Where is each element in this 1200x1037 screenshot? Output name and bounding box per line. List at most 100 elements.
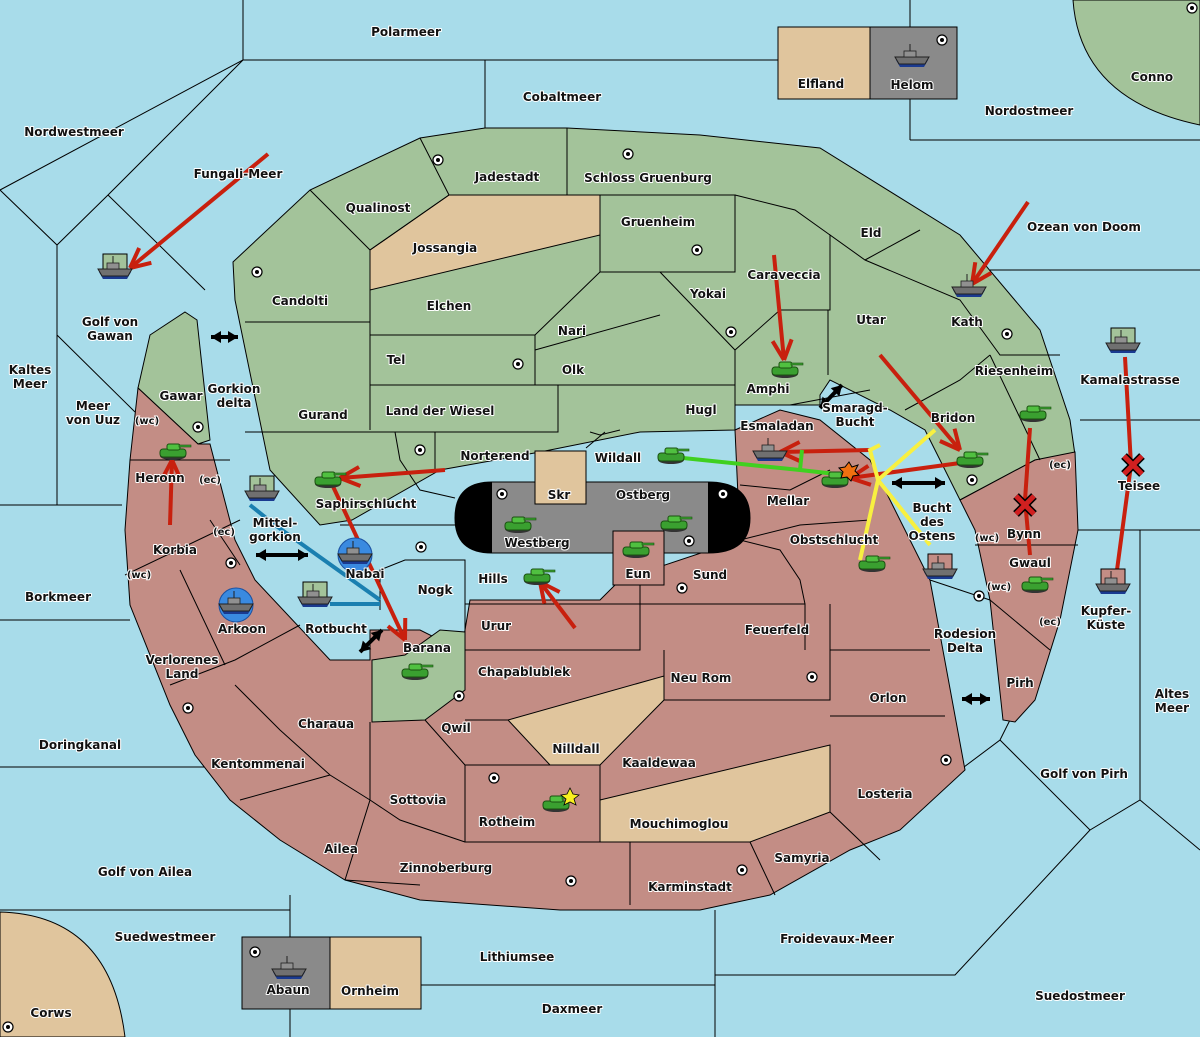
- label-gruenheim: Gruenheim: [621, 215, 695, 229]
- supply-center-icon: [725, 326, 737, 338]
- label-teisee: Teisee: [1118, 479, 1160, 493]
- adjacency-arrow-icon: [358, 628, 384, 654]
- label-bridon: Bridon: [931, 411, 976, 425]
- label-bucht2: des: [920, 515, 944, 529]
- label-altes2: Meer: [1155, 701, 1189, 715]
- label-abaun: Abaun: [266, 983, 309, 997]
- move-arrow: [970, 200, 1030, 286]
- fleet-unit-icon[interactable]: [922, 553, 958, 580]
- province-borders: [124, 128, 1078, 905]
- supply-center-icon: [936, 34, 948, 46]
- label-qwil: Qwil: [441, 721, 471, 735]
- label-elchen: Elchen: [427, 299, 472, 313]
- units-layer[interactable]: [97, 43, 1141, 980]
- label-feuerfeld: Feuerfeld: [745, 623, 810, 637]
- label-rotheim: Rotheim: [479, 815, 536, 829]
- label-ornheim: Ornheim: [341, 984, 399, 998]
- army-unit-icon[interactable]: [523, 568, 556, 586]
- label-gawan2: Gawan: [87, 329, 133, 343]
- move-arrow: [770, 254, 794, 362]
- supply-center-icon: [453, 690, 465, 702]
- label-suedwestmeer: Suedwestmeer: [115, 930, 216, 944]
- label-cobaltmeer: Cobaltmeer: [523, 90, 601, 104]
- coast-label-ec: (ec): [213, 527, 235, 538]
- label-sottovia: Sottovia: [390, 793, 447, 807]
- label-sund: Sund: [693, 568, 727, 582]
- order-arrows: [128, 152, 1145, 705]
- fleet-unit-icon[interactable]: [244, 475, 280, 502]
- failed-move-icon: [1121, 453, 1145, 477]
- label-hills: Hills: [478, 572, 508, 586]
- label-corws: Corws: [30, 1006, 71, 1020]
- fleet-unit-icon[interactable]: [297, 581, 333, 608]
- supply-center-icon: [414, 444, 426, 456]
- label-rodesion2: Delta: [947, 641, 983, 655]
- label-mittel1: Mittel-: [253, 516, 298, 530]
- adjacency-arrow-icon: [818, 383, 844, 410]
- label-verlorenes1: Verlorenes: [146, 653, 219, 667]
- label-borkmeer: Borkmeer: [25, 590, 91, 604]
- adjacency-arrow-icon: [892, 477, 945, 489]
- label-gwaul: Gwaul: [1009, 556, 1051, 570]
- supply-center-icon: [192, 421, 204, 433]
- fleet-unit-icon[interactable]: [337, 537, 373, 573]
- supply-center-icon: [717, 488, 729, 500]
- label-bynn: Bynn: [1007, 527, 1041, 541]
- supply-center-icon: [676, 582, 688, 594]
- label-amphi: Amphi: [746, 382, 789, 396]
- label-kaaldewaa: Kaaldewaa: [622, 756, 696, 770]
- label-arkoon: Arkoon: [218, 622, 266, 636]
- label-gorkion1: Gorkion: [208, 382, 261, 396]
- supply-center-icon: [973, 590, 985, 602]
- army-unit-icon[interactable]: [657, 447, 690, 465]
- move-arrow: [160, 459, 183, 526]
- label-losteria: Losteria: [857, 787, 912, 801]
- label-yokai: Yokai: [689, 287, 726, 301]
- label-kamala: Kamalastrasse: [1080, 373, 1180, 387]
- move-arrow: [128, 152, 270, 270]
- supply-center-icon: [249, 946, 261, 958]
- label-utar: Utar: [856, 313, 886, 327]
- label-nilldall: Nilldall: [552, 742, 599, 756]
- label-wildall: Wildall: [595, 451, 641, 465]
- label-orlon: Orlon: [869, 691, 906, 705]
- coast-label-wc: (wc): [127, 570, 151, 581]
- label-kupfer1: Kupfer-: [1081, 604, 1131, 618]
- convoy-line: [248, 503, 382, 602]
- label-nari: Nari: [558, 324, 586, 338]
- label-daxmeer: Daxmeer: [542, 1002, 603, 1016]
- label-mouchimoglou: Mouchimoglou: [630, 817, 729, 831]
- label-pirh: Pirh: [1006, 676, 1033, 690]
- label-polarmeer: Polarmeer: [371, 25, 441, 39]
- supply-center-icon: [1186, 2, 1198, 14]
- label-helom: Helom: [890, 78, 933, 92]
- fleet-unit-icon[interactable]: [218, 587, 254, 623]
- fleet-unit-icon[interactable]: [97, 253, 133, 280]
- adjacency-arrow-icon: [256, 549, 308, 561]
- supply-center-icon: [1001, 328, 1013, 340]
- fleet-unit-icon[interactable]: [1095, 568, 1131, 595]
- province-labels: PolarmeerCobaltmeerNordwestmeerFungali-M…: [8, 24, 1190, 1021]
- label-heronn: Heronn: [135, 471, 184, 485]
- fleet-unit-icon[interactable]: [1105, 327, 1141, 354]
- label-zinnoberburg: Zinnoberburg: [400, 861, 492, 875]
- label-norterend: Norterend: [460, 449, 529, 463]
- label-westberg: Westberg: [504, 536, 569, 550]
- label-kaltes1: Kaltes: [9, 363, 52, 377]
- support-line: [798, 449, 804, 471]
- supply-center-icon: [691, 244, 703, 256]
- label-ozean: Ozean von Doom: [1027, 220, 1141, 234]
- label-verlorenes2: Land: [166, 667, 199, 681]
- label-uuz2: von Uuz: [66, 413, 120, 427]
- label-rotbucht: Rotbucht: [305, 622, 367, 636]
- label-gawar: Gawar: [159, 389, 202, 403]
- label-elfland: Elfland: [798, 77, 844, 91]
- coast-label-ec: (ec): [199, 475, 221, 486]
- label-olk: Olk: [562, 363, 585, 377]
- label-kath: Kath: [951, 315, 983, 329]
- label-korbia: Korbia: [153, 543, 197, 557]
- adjacency-arrow-icon: [962, 693, 990, 705]
